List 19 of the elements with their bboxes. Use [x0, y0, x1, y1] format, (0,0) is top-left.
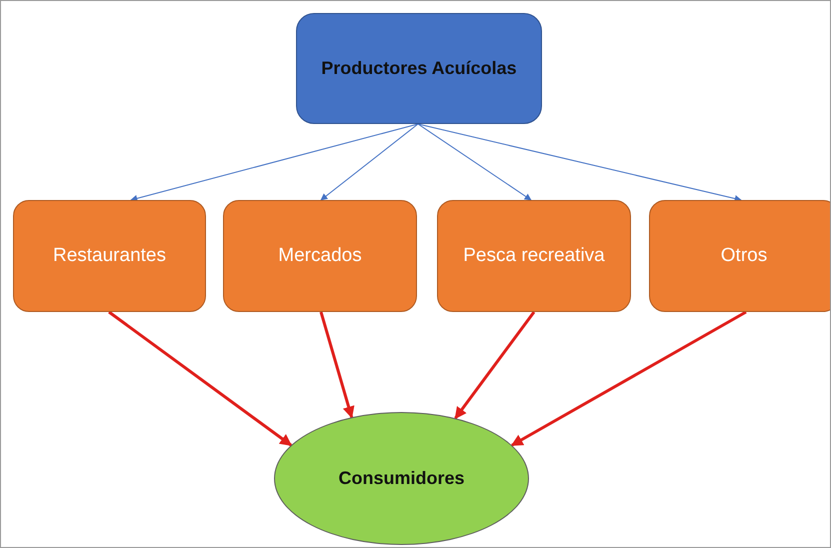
node-label: Restaurantes [52, 244, 166, 268]
process-box [437, 200, 631, 312]
node-label: Productores Acuícolas [321, 57, 517, 80]
process-box [13, 200, 206, 312]
process-box [296, 13, 542, 124]
node-label: Consumidores [338, 467, 465, 490]
process-box [223, 200, 417, 312]
arrow [320, 124, 418, 200]
arrow [320, 312, 354, 418]
process-box [649, 200, 830, 312]
arrow [130, 124, 418, 202]
arrow [418, 124, 742, 202]
arrow [510, 310, 747, 447]
node-label: Pesca recreativa [463, 244, 605, 268]
node-label: Mercados [278, 244, 362, 268]
arrow [454, 311, 536, 420]
node-label: Otros [720, 244, 768, 268]
arrow [108, 310, 292, 446]
arrow [418, 124, 532, 200]
